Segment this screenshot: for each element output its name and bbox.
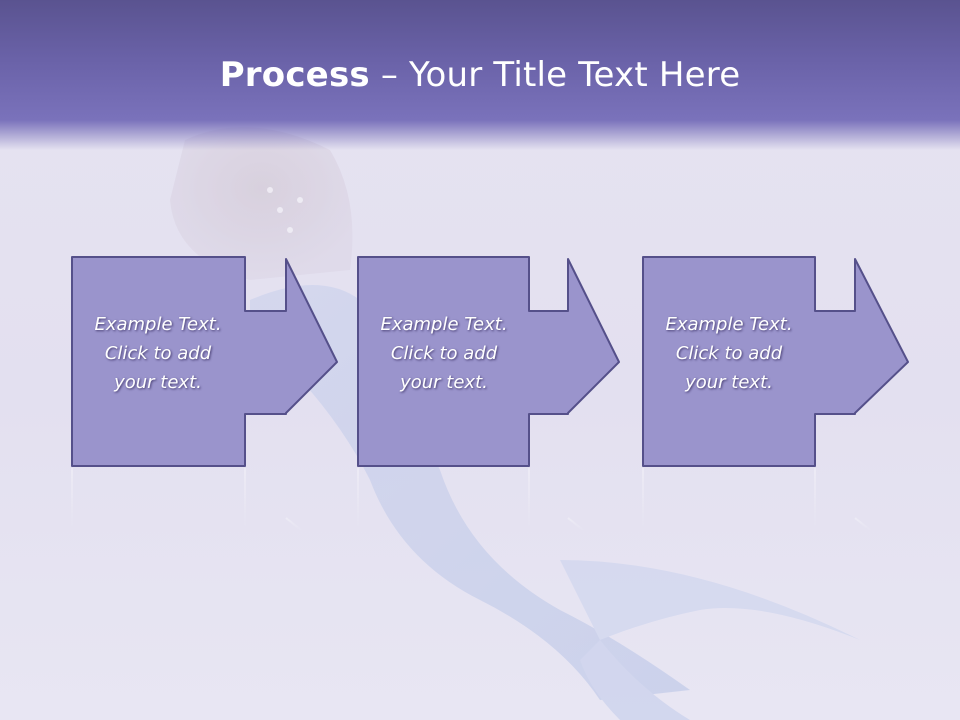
step-3-line-1: Example Text.	[665, 314, 793, 335]
title-band	[0, 0, 960, 150]
title-rest-part: – Your Title Text Here	[369, 55, 741, 95]
step-3-line-3: your text.	[685, 372, 773, 393]
step-2-line-3: your text.	[400, 372, 488, 393]
process-step-3[interactable]: Example Text. Click to add your text.	[642, 256, 942, 468]
step-3-line-2: Click to add	[675, 343, 783, 364]
step-text-1[interactable]: Example Text. Click to add your text.	[71, 310, 245, 397]
slide-title[interactable]: Process – Your Title Text Here	[0, 52, 960, 98]
process-step-2[interactable]: Example Text. Click to add your text.	[357, 256, 703, 468]
step-text-2[interactable]: Example Text. Click to add your text.	[357, 310, 531, 397]
step-shape-3	[642, 256, 909, 467]
step-1-line-2: Click to add	[104, 343, 212, 364]
step-2-line-1: Example Text.	[380, 314, 508, 335]
process-step-1[interactable]: Example Text. Click to add your text.	[71, 256, 417, 468]
step-shape-2	[357, 256, 620, 467]
step-shape-1	[71, 256, 338, 467]
step-2-line-2: Click to add	[390, 343, 498, 364]
step-1-line-3: your text.	[114, 372, 202, 393]
step-1-line-1: Example Text.	[94, 314, 222, 335]
step-text-3[interactable]: Example Text. Click to add your text.	[642, 310, 816, 397]
title-bold-part: Process	[219, 55, 370, 95]
